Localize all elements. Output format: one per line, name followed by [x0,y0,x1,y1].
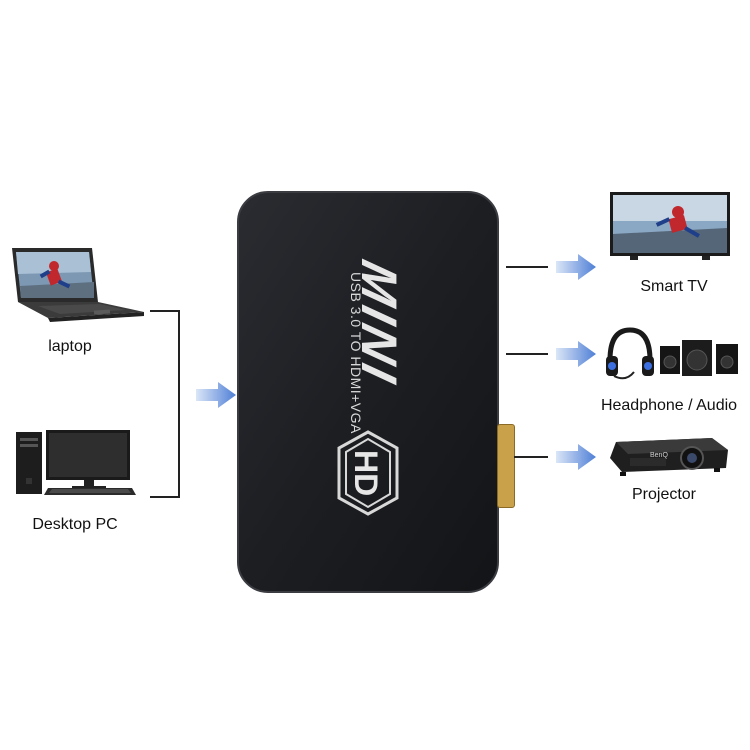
headphone-audio-label: Headphone / Audio [600,397,738,414]
projector-arrow-icon [556,444,596,470]
projector-label: Projector [631,486,697,503]
headphone-audio-image [604,326,740,382]
source-bracket-line [178,310,180,498]
hdmi-port [497,424,515,508]
laptop-connector-line [150,310,180,312]
projector-connector-line [514,456,548,458]
tv-connector-line [506,266,548,268]
tv-arrow-icon [556,254,596,280]
smart-tv-image [608,190,732,262]
laptop-image [8,246,148,328]
desktop-pc-label: Desktop PC [32,516,118,533]
smart-tv-label: Smart TV [640,278,708,295]
mini-brand-text: MINI [351,254,407,392]
audio-connector-line [506,353,548,355]
audio-arrow-icon [556,341,596,367]
laptop-label: laptop [48,338,92,355]
hd-text: HD [348,450,384,497]
projector-image [608,434,730,478]
desktop-pc-image [14,428,140,498]
hd-badge [337,430,399,516]
projector-brand-text: BenQ [650,452,668,459]
input-arrow-icon [196,382,236,408]
pc-connector-line [150,496,180,498]
mini-hd-converter-device [236,190,502,594]
